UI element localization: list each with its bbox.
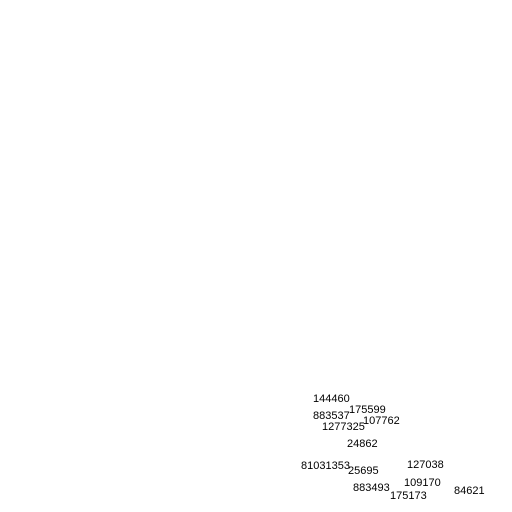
number-label[interactable]: 175599: [349, 404, 386, 416]
number-label[interactable]: 175173: [390, 490, 427, 502]
number-label[interactable]: 1277325: [322, 421, 365, 433]
number-label[interactable]: 883493: [353, 482, 390, 494]
number-label[interactable]: 84621: [454, 485, 485, 497]
number-label[interactable]: 24862: [347, 438, 378, 450]
number-label[interactable]: 127038: [407, 459, 444, 471]
number-label[interactable]: 25695: [348, 465, 379, 477]
number-label[interactable]: 81031353: [301, 460, 350, 472]
number-label[interactable]: 109170: [404, 477, 441, 489]
number-label[interactable]: 144460: [313, 393, 350, 405]
number-label[interactable]: 883537: [313, 410, 350, 422]
number-label[interactable]: 107762: [363, 415, 400, 427]
